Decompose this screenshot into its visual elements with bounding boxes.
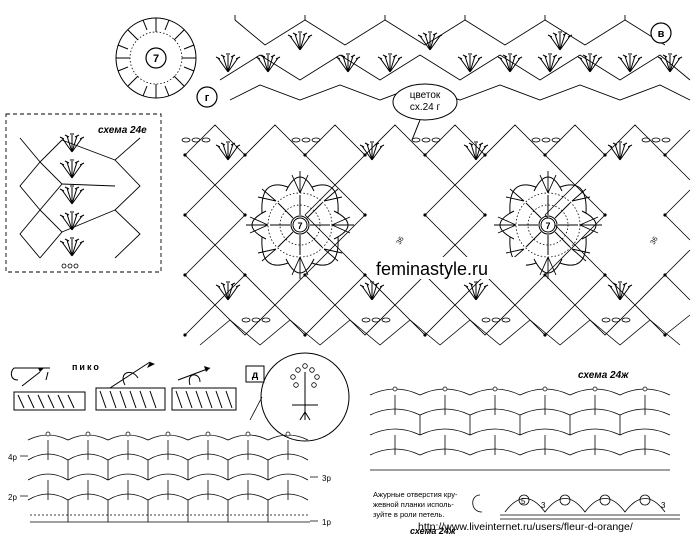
num-3a: 3	[541, 501, 546, 510]
picot-detail-circle	[249, 352, 350, 442]
note-line1: Ажурные отверстия кру-	[373, 490, 458, 499]
mesh-picots	[181, 137, 671, 323]
lace-strip-right	[369, 388, 671, 471]
bottom-small-strip	[472, 494, 680, 520]
lace-strip-right-picots	[392, 386, 648, 392]
row-4p: 4р	[8, 453, 17, 462]
piko-illustrations	[10, 358, 240, 418]
label-v: в	[658, 28, 665, 40]
schema-bottom-label: схема 24ж	[410, 526, 456, 536]
source-url[interactable]: http://www.liveinternet.ru/users/fleur-d…	[418, 521, 633, 533]
center-number: 7	[153, 53, 159, 65]
callout-line2: сх.24 г	[410, 102, 441, 113]
note-line2: жевной планки исполь-	[373, 500, 454, 509]
label-g-circle	[196, 86, 218, 108]
piko-label: пико	[72, 362, 101, 372]
top-fans	[215, 31, 683, 73]
schema-e-zigzag	[19, 137, 141, 259]
label-d-box	[245, 365, 265, 383]
small-flower-diagram	[115, 17, 197, 99]
num-36b: 36	[650, 236, 660, 246]
watermark-bg	[374, 257, 526, 279]
site-watermark: feminastyle.ru	[376, 259, 488, 279]
label-g: г	[205, 92, 210, 104]
num-36a: 36	[396, 236, 406, 246]
schema-e-title: схема 24е	[98, 125, 147, 136]
mesh-knots	[183, 153, 667, 337]
num-3b: 3	[661, 501, 666, 510]
row-3p: 3р	[322, 474, 331, 483]
main-mesh	[184, 124, 691, 346]
label-d: д	[252, 370, 259, 381]
top-zigzag-rows	[219, 15, 691, 101]
schema-e-dots	[61, 263, 79, 269]
lace-strip-left-picots	[45, 431, 291, 437]
row-2p: 2р	[8, 493, 17, 502]
right-flower-number: 7	[545, 221, 550, 231]
schema-zh-title: схема 24ж	[578, 370, 629, 381]
note-line3: зуйте в роли петель.	[373, 510, 444, 519]
callout-line1: цветок	[410, 90, 441, 101]
callout-oval	[392, 83, 458, 121]
row-1p: 1р	[322, 518, 331, 527]
left-flower-number: 7	[297, 221, 302, 231]
num-5: 5	[521, 497, 526, 506]
label-v-circle	[650, 22, 672, 44]
lace-strip-left	[27, 434, 310, 523]
schema-e-box	[5, 113, 162, 273]
schema-e-fans	[59, 133, 85, 257]
